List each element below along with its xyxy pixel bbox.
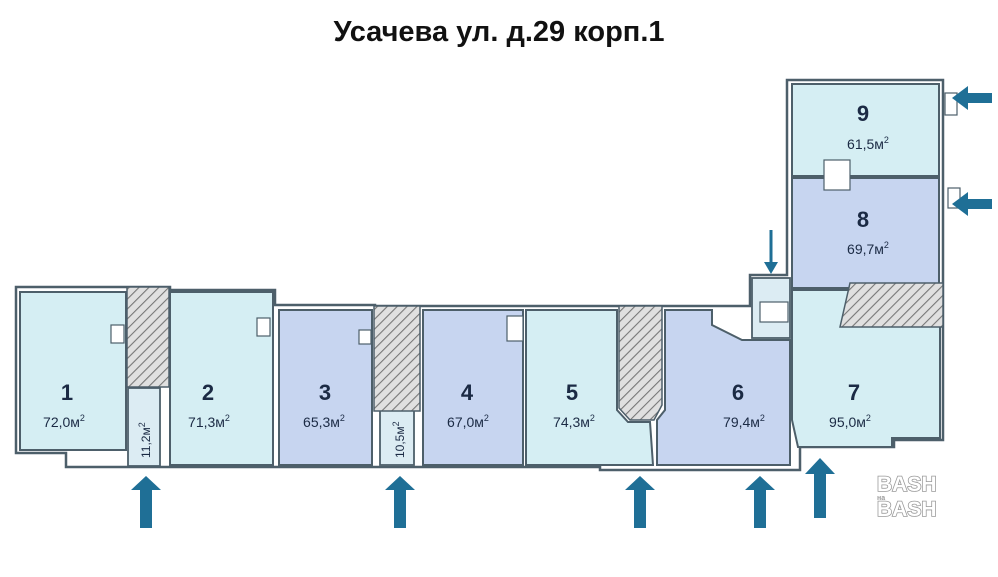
entrance-arrow-small-head xyxy=(764,262,778,274)
unit-2-number: 2 xyxy=(202,380,214,405)
unit-6-room[interactable] xyxy=(656,309,791,466)
unit-4-number: 4 xyxy=(461,380,474,405)
entrance-arrow-1 xyxy=(131,476,161,528)
entrance-arrow-3 xyxy=(625,476,655,528)
unit-7-area: 95,0м xyxy=(829,414,866,430)
svg-text:67,0м2: 67,0м2 xyxy=(447,413,489,430)
entrance-arrows xyxy=(131,86,992,528)
svg-text:на: на xyxy=(877,495,885,502)
unit-4-room[interactable] xyxy=(422,309,524,466)
unit-1-number: 1 xyxy=(61,380,73,405)
unit-9-number: 9 xyxy=(857,101,869,126)
bash-logo: BASH на BASH xyxy=(876,472,937,522)
unit-1-area: 72,0м xyxy=(43,414,80,430)
svg-text:69,7м2: 69,7м2 xyxy=(847,240,889,257)
entrance-arrow-7 xyxy=(952,192,992,216)
unit-8-label: 8 69,7м2 xyxy=(847,207,889,257)
entrance-arrow-6 xyxy=(952,86,992,110)
unit-5-label: 5 74,3м2 xyxy=(553,380,595,430)
unit-3-number: 3 xyxy=(319,380,331,405)
entrance-arrow-2 xyxy=(385,476,415,528)
svg-text:95,0м2: 95,0м2 xyxy=(829,413,871,430)
unit-6-label: 6 79,4м2 xyxy=(723,380,765,430)
storage-2-area-label: 10,5м2 xyxy=(391,421,407,458)
storage-room-1[interactable] xyxy=(127,387,161,467)
unit-6-area: 79,4м xyxy=(723,414,760,430)
unit-3-room[interactable] xyxy=(278,309,373,466)
svg-text:74,3м2: 74,3м2 xyxy=(553,413,595,430)
entrance-arrow-4 xyxy=(745,476,775,528)
unit-8-room[interactable] xyxy=(791,177,940,289)
building-outline xyxy=(14,78,945,472)
entrance-arrow-5 xyxy=(805,458,835,518)
unit-6-number: 6 xyxy=(732,380,744,405)
unit-3-label: 3 65,3м2 xyxy=(303,380,345,430)
unit-5-room[interactable] xyxy=(525,309,655,466)
unit-5-area: 74,3м xyxy=(553,414,590,430)
unit-9-label: 9 61,5м2 xyxy=(847,101,889,152)
unit-1-room[interactable] xyxy=(19,291,127,451)
svg-text:BASH: BASH xyxy=(877,498,937,521)
unit-8-number: 8 xyxy=(857,207,869,232)
unit-5-number: 5 xyxy=(566,380,578,405)
unit-1-label: 1 72,0м2 xyxy=(43,380,85,430)
unit-4-area: 67,0м xyxy=(447,414,484,430)
svg-text:BASH: BASH xyxy=(877,473,937,496)
unit-7-label: 7 95,0м2 xyxy=(829,380,871,430)
svg-text:61,5м2: 61,5м2 xyxy=(847,135,889,152)
svg-text:79,4м2: 79,4м2 xyxy=(723,413,765,430)
unit-2-area: 71,3м xyxy=(188,414,225,430)
wc-fixtures xyxy=(110,92,961,345)
unit-2-room[interactable] xyxy=(169,291,274,466)
svg-text:72,0м2: 72,0м2 xyxy=(43,413,85,430)
stair-cores xyxy=(126,282,944,421)
unit-2-label: 2 71,3м2 xyxy=(188,380,230,430)
unit-8-area: 69,7м xyxy=(847,241,884,257)
unit-9-room[interactable] xyxy=(791,83,940,177)
unit-9-area: 61,5м xyxy=(847,136,884,152)
plan-title: Усачева ул. д.29 корп.1 xyxy=(333,16,665,48)
svg-text:71,3м2: 71,3м2 xyxy=(188,413,230,430)
unit-7-number: 7 xyxy=(848,380,860,405)
svg-text:65,3м2: 65,3м2 xyxy=(303,413,345,430)
storage-1-area-label: 11,2м2 xyxy=(137,422,153,458)
unit-3-area: 65,3м xyxy=(303,414,340,430)
unit-4-label: 4 67,0м2 xyxy=(447,380,489,430)
